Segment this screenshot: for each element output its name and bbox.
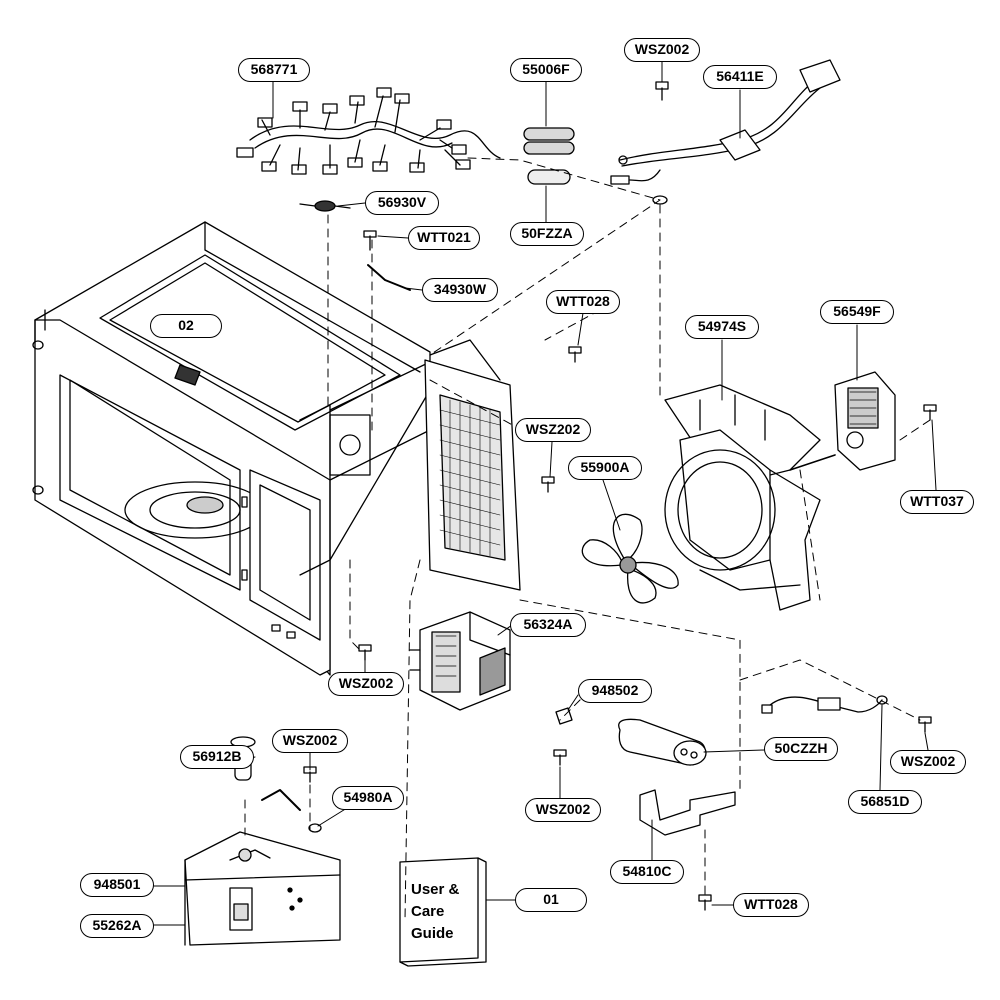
manual-title-line1: User & [411, 881, 460, 898]
callout-WTT028-mid: WTT028 [546, 290, 620, 314]
noise-filter-part [523, 127, 575, 185]
assembly-guide-lines [244, 157, 931, 921]
fan-motor-part [789, 371, 896, 471]
callout-WSZ002-right: WSZ002 [890, 750, 966, 774]
thermal-cutoff-part [261, 789, 322, 833]
callout-WSZ202: WSZ202 [515, 418, 591, 442]
callout-56912B: 56912B [180, 745, 254, 769]
callout-WTT037: WTT037 [900, 490, 974, 514]
owners-manual-part [399, 857, 487, 967]
callout-948502: 948502 [578, 679, 652, 703]
magnetron-part [184, 831, 341, 946]
fan-bracket-part [664, 384, 821, 611]
back-panel [424, 339, 521, 591]
power-cord-part [610, 59, 841, 205]
callout-WSZ002-bottom: WSZ002 [525, 798, 601, 822]
callout-50CZZH: 50CZZH [764, 737, 838, 761]
callout-568771: 568771 [238, 58, 310, 82]
manual-title-line3: Guide [411, 925, 454, 942]
callout-50FZZA: 50FZZA [510, 222, 584, 246]
callout-56549F: 56549F [820, 300, 894, 324]
callout-56324A: 56324A [510, 613, 586, 637]
diode-part [761, 695, 888, 714]
callout-54980A: 54980A [332, 786, 404, 810]
capacitor-bracket-part [639, 789, 736, 836]
manual-title-line2: Care [411, 903, 445, 920]
callout-55262A: 55262A [80, 914, 154, 938]
wire-harness-part [236, 87, 501, 175]
callout-56930V: 56930V [365, 191, 439, 215]
callout-WTT028-bottom: WTT028 [733, 893, 809, 917]
callout-02: 02 [150, 314, 222, 338]
fan-blade-part [581, 513, 679, 604]
capacitor-part [618, 718, 707, 766]
callout-54810C: 54810C [610, 860, 684, 884]
callout-55900A: 55900A [568, 456, 642, 480]
callout-WSZ002-left: WSZ002 [328, 672, 404, 696]
callout-56411E: 56411E [703, 65, 777, 89]
callout-55006F: 55006F [510, 58, 582, 82]
callout-WSZ002-top: WSZ002 [624, 38, 700, 62]
callout-56851D: 56851D [848, 790, 922, 814]
callout-WTT021: WTT021 [408, 226, 480, 250]
oven-cabinet [32, 221, 431, 676]
screws [303, 346, 937, 911]
callout-54974S: 54974S [685, 315, 759, 339]
callout-leader-lines [153, 61, 937, 926]
transformer-part [409, 611, 511, 711]
thermostat-part [299, 200, 411, 291]
callout-01: 01 [515, 888, 587, 912]
callout-948501: 948501 [80, 873, 154, 897]
callout-WSZ002-lower: WSZ002 [272, 729, 348, 753]
callout-34930W: 34930W [422, 278, 498, 302]
